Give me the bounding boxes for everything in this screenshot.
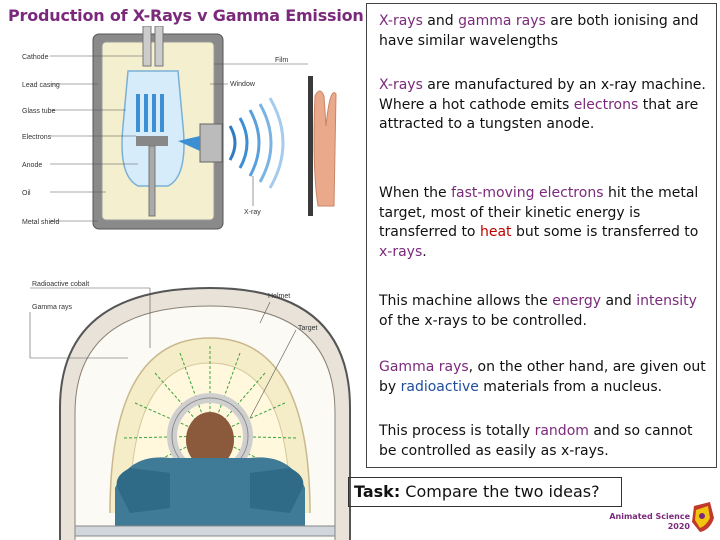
label-window: Window [230, 81, 256, 88]
paragraph-2: X-rays are manufactured by an x-ray mach… [379, 77, 706, 132]
branding-name: Animated Science [609, 512, 690, 521]
label-anode: Anode [22, 162, 42, 169]
paragraph-1: X-rays and gamma rays are both ionising … [379, 13, 699, 49]
branding-year: 2020 [667, 522, 690, 531]
task-label: Task: [354, 482, 401, 501]
animated-science-logo-icon [692, 502, 714, 532]
label-radioactive-cobalt: Radioactive cobalt [32, 281, 89, 288]
label-cathode: Cathode [22, 54, 49, 61]
label-x-ray: X-ray [244, 209, 261, 216]
paragraph-6: This process is totally random and so ca… [379, 423, 693, 459]
paragraph-3: When the fast-moving electrons hit the m… [379, 185, 699, 260]
paragraph-5: Gamma rays, on the other hand, are given… [379, 359, 706, 395]
label-oil: Oil [22, 190, 31, 197]
label-metal-shield: Metal shield [22, 219, 59, 226]
gamma-knife-diagram: Radioactive cobalt Gamma rays Helmet Tar… [29, 281, 351, 540]
task-text: Compare the two ideas? [400, 482, 600, 501]
text-panel: X-rays and gamma rays are both ionising … [366, 3, 717, 468]
label-film: Film [275, 57, 288, 64]
xray-machine-diagram: Cathode Lead casing Glass tube Electrons… [22, 26, 337, 230]
label-target: Target [298, 325, 318, 332]
label-electrons: Electrons [22, 134, 52, 141]
label-gamma-rays: Gamma rays [32, 304, 73, 311]
label-glass-tube: Glass tube [22, 108, 56, 115]
paragraph-4: This machine allows the energy and inten… [379, 293, 697, 329]
label-lead-casing: Lead casing [22, 82, 60, 89]
task-box: Task: Compare the two ideas? [348, 477, 622, 507]
page-title: Production of X-Rays v Gamma Emission [8, 6, 364, 25]
branding: Animated Science 2020 [600, 512, 690, 532]
label-helmet: Helmet [268, 293, 290, 300]
